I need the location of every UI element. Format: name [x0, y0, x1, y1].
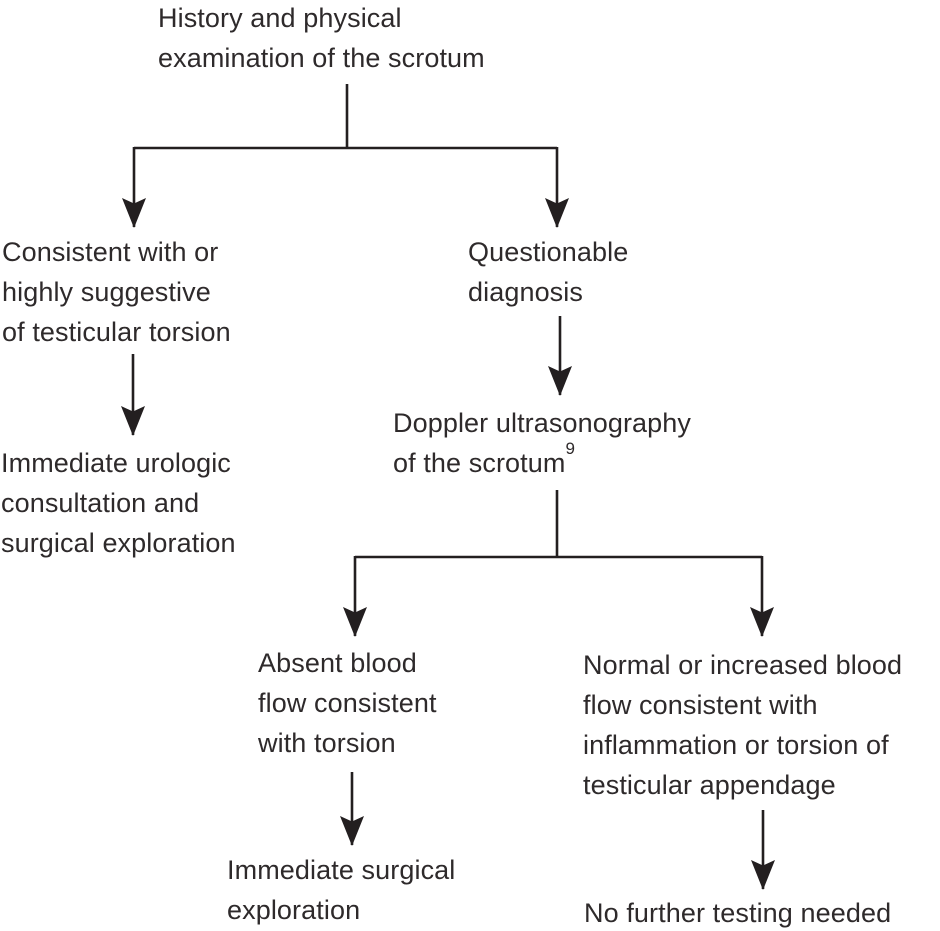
node-torsion-suspected: Consistent with or highly suggestive of … — [2, 232, 231, 352]
node-normal-flow-line: Normal or increased blood — [583, 650, 903, 680]
node-doppler: Doppler ultrasonography of the scrotum9 — [393, 403, 691, 483]
node-urologic-consultation-line: Immediate urologic — [1, 448, 231, 478]
node-absent-flow-line: with torsion — [258, 728, 396, 758]
node-urologic-consultation-line: surgical exploration — [1, 528, 236, 558]
node-doppler-line: of the scrotum9 — [393, 440, 691, 483]
node-history: History and physical examination of the … — [158, 0, 485, 78]
node-questionable-diagnosis: Questionable diagnosis — [468, 232, 628, 312]
node-no-further-testing-line: No further testing needed — [584, 898, 892, 928]
node-questionable-diagnosis-line: diagnosis — [468, 277, 583, 307]
node-normal-flow-line: flow consistent with — [583, 690, 818, 720]
node-torsion-suspected-line: Consistent with or — [2, 237, 219, 267]
node-torsion-suspected-line: highly suggestive — [2, 277, 211, 307]
node-questionable-diagnosis-line: Questionable — [468, 237, 629, 267]
node-doppler-line-text: of the scrotum — [393, 448, 566, 478]
node-absent-flow-line: Absent blood — [258, 648, 417, 678]
node-normal-flow-line: testicular appendage — [583, 770, 836, 800]
node-normal-flow: Normal or increased blood flow consisten… — [583, 645, 902, 805]
reference-superscript: 9 — [565, 439, 576, 459]
node-urologic-consultation-line: consultation and — [1, 488, 200, 518]
node-surgical-exploration-line: Immediate surgical — [227, 855, 456, 885]
node-absent-flow-line: flow consistent — [258, 688, 437, 718]
node-surgical-exploration: Immediate surgical exploration — [227, 850, 455, 930]
node-absent-flow: Absent blood flow consistent with torsio… — [258, 643, 437, 763]
node-surgical-exploration-line: exploration — [227, 895, 361, 925]
node-history-line: History and physical — [158, 3, 402, 33]
node-normal-flow-line: inflammation or torsion of — [583, 730, 889, 760]
node-urologic-consultation: Immediate urologic consultation and surg… — [1, 443, 236, 563]
node-doppler-line: Doppler ultrasonography — [393, 408, 691, 438]
node-no-further-testing: No further testing needed — [584, 893, 891, 931]
node-history-line: examination of the scrotum — [158, 43, 485, 73]
node-torsion-suspected-line: of testicular torsion — [2, 317, 231, 347]
